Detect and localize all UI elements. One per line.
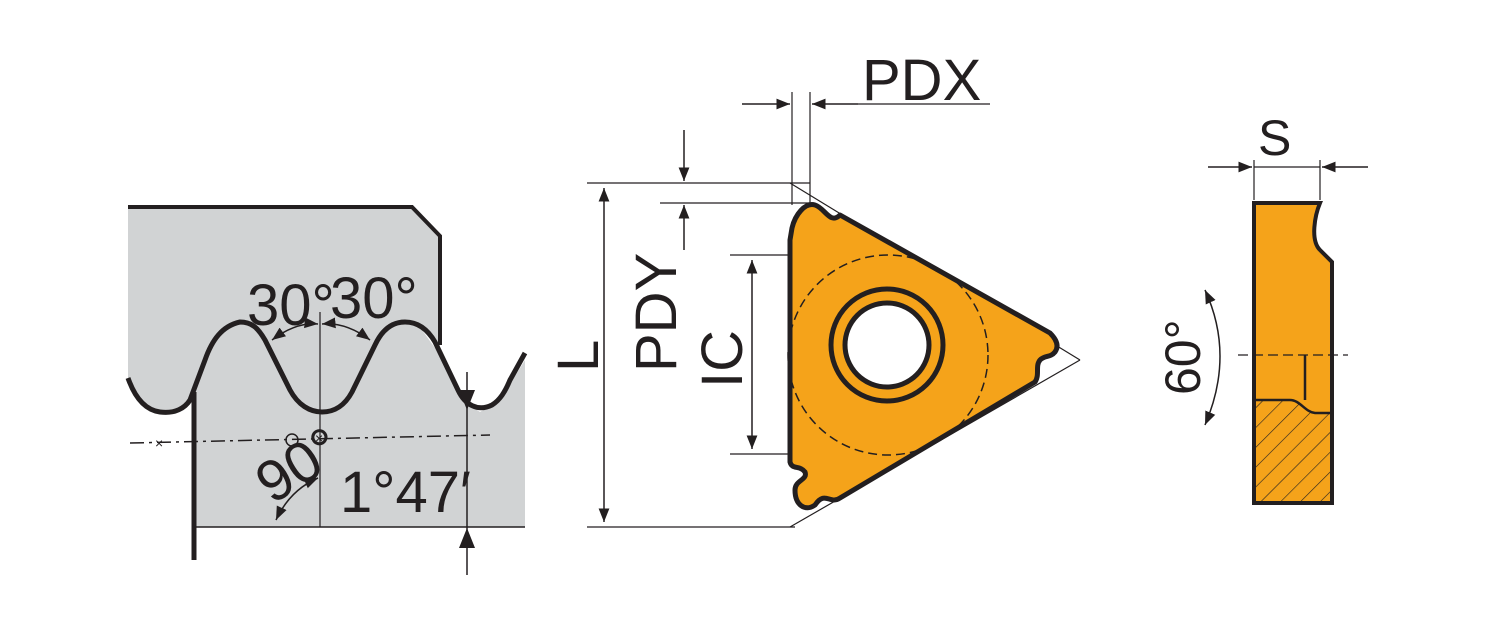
tip-arrow-down <box>459 390 475 410</box>
point-angle-label: 60° <box>1155 319 1211 395</box>
insert-hole-inner <box>842 300 932 390</box>
insert-top-view: L PDY IC PDX 60° <box>546 48 1221 528</box>
workpiece-edge <box>128 205 442 345</box>
insert-side-section-hatch <box>1256 400 1330 501</box>
workpiece-body <box>128 207 440 414</box>
dim-ic-label: IC <box>690 330 755 388</box>
insert-side-view: S <box>1208 110 1368 505</box>
flank-angle-right-label: 30° <box>330 266 418 331</box>
thread-profile-view: × × 30° 30° 90° 1°47′ <box>125 205 528 575</box>
dim-l-label: L <box>546 340 611 372</box>
tip-arrow-up <box>459 528 475 548</box>
workpiece-lower <box>193 322 525 527</box>
inscribed-circle <box>787 254 989 456</box>
axis-mark-left: × <box>155 435 163 451</box>
flank-angle-left-label: 30° <box>247 273 335 338</box>
flank-angle-right-arc <box>321 317 371 341</box>
dim-pdx-label: PDX <box>862 48 981 113</box>
point-angle-arc <box>1204 289 1221 426</box>
flank-angle-left-arc <box>271 317 319 341</box>
thread-axis-line <box>129 434 491 444</box>
helix-angle-label: 1°47′ <box>340 460 471 525</box>
axis-mark-right: × <box>315 430 323 446</box>
dim-s-label: S <box>1258 110 1291 166</box>
axis-center-circle <box>285 433 299 447</box>
included-angle-arc <box>275 477 319 521</box>
dim-pdy-label: PDY <box>624 253 689 372</box>
